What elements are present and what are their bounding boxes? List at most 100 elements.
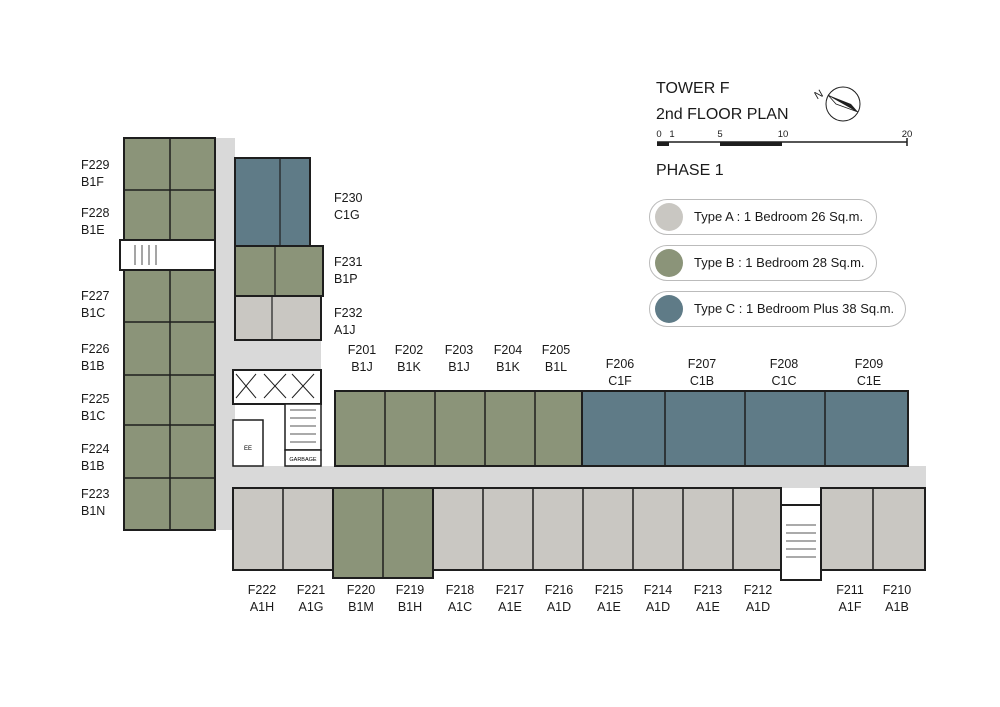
unit-type: C1E — [856, 374, 882, 388]
unit-id: F201 — [347, 343, 377, 357]
unit-id: F207 — [687, 357, 717, 371]
unit-id: F213 — [693, 583, 723, 597]
unit-type: A1D — [546, 600, 572, 614]
unit-type: A1D — [645, 600, 671, 614]
scale-tick: 1 — [669, 129, 675, 140]
unit-id: F214 — [643, 583, 673, 597]
unit-type: B1H — [397, 600, 423, 614]
corridor-upper — [233, 340, 321, 370]
floor-title: 2nd FLOOR PLAN — [656, 106, 789, 123]
core: EE GARBAGE — [232, 369, 322, 467]
unit-type: B1E — [81, 223, 105, 237]
unit-id: F218 — [445, 583, 475, 597]
ee-label: EE — [244, 446, 252, 452]
garbage-label: GARBAGE — [289, 457, 317, 463]
unit-type: B1K — [496, 360, 520, 374]
stair-core — [284, 403, 322, 451]
scale-tick: 20 — [901, 129, 913, 140]
unit-id: F202 — [394, 343, 424, 357]
corridor-vertical — [215, 138, 235, 530]
unit-type: A1J — [334, 323, 356, 337]
legend-swatch — [655, 203, 683, 231]
legend-item-type-b: Type B : 1 Bedroom 28 Sq.m. — [649, 245, 877, 281]
garbage-room — [284, 449, 322, 467]
unit-id: F228 — [81, 206, 110, 220]
phase-title: PHASE 1 — [656, 162, 724, 179]
unit-type: B1P — [334, 272, 358, 286]
block-upper-mid — [234, 157, 324, 341]
unit-id: F208 — [769, 357, 799, 371]
stair-right — [780, 504, 822, 581]
unit-type: B1C — [81, 409, 106, 423]
block-left — [119, 137, 216, 531]
unit-type: C1B — [689, 374, 715, 388]
unit-type: B1J — [351, 360, 373, 374]
tower-title: TOWER F — [656, 80, 730, 97]
unit-type: A1E — [498, 600, 522, 614]
legend-label: Type C : 1 Bedroom Plus 38 Sq.m. — [694, 301, 895, 316]
unit-type: A1B — [885, 600, 909, 614]
corridor-horizontal — [233, 466, 926, 488]
unit-type: C1C — [771, 374, 797, 388]
unit-type: A1E — [597, 600, 621, 614]
unit-id: F231 — [334, 255, 363, 269]
north-arrow-icon — [825, 86, 861, 122]
unit-id: F221 — [296, 583, 326, 597]
scale-tick: 10 — [777, 129, 789, 140]
unit-id: F226 — [81, 342, 110, 356]
legend-item-type-c: Type C : 1 Bedroom Plus 38 Sq.m. — [649, 291, 906, 327]
stair-left — [119, 239, 216, 271]
scale-tick: 0 — [656, 129, 662, 140]
unit-id: F203 — [444, 343, 474, 357]
unit-id: F212 — [743, 583, 773, 597]
legend-swatch — [655, 295, 683, 323]
unit-type: B1J — [448, 360, 470, 374]
unit-type: C1G — [334, 208, 360, 222]
unit-type: B1M — [348, 600, 374, 614]
unit-id: F209 — [854, 357, 884, 371]
unit-type: A1H — [249, 600, 275, 614]
unit-type: B1B — [81, 359, 105, 373]
unit-id: F223 — [81, 487, 110, 501]
corridors — [215, 138, 926, 530]
unit-id: F217 — [495, 583, 525, 597]
unit-type: A1E — [696, 600, 720, 614]
unit-type: A1F — [838, 600, 862, 614]
unit-type: A1G — [298, 600, 324, 614]
unit-id: F204 — [493, 343, 523, 357]
unit-id: F215 — [594, 583, 624, 597]
scale-tick: 5 — [717, 129, 723, 140]
block-bottom — [232, 487, 926, 581]
lift-shaft — [232, 369, 322, 405]
unit-type: B1C — [81, 306, 106, 320]
scale-bar — [657, 138, 908, 146]
unit-id: F229 — [81, 158, 110, 172]
